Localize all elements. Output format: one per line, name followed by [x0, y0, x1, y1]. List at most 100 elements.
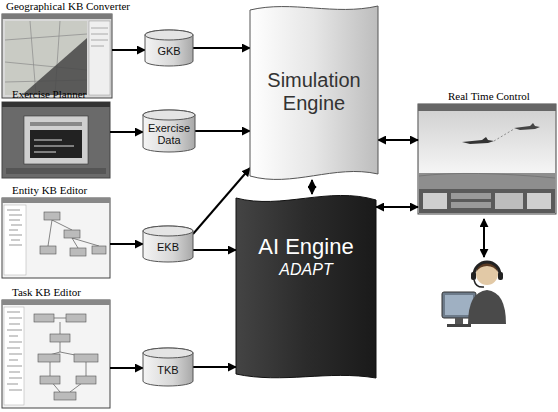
connector-arrow — [112, 49, 145, 51]
database-label: Exercise Data — [145, 122, 193, 146]
screenshot-panel: Entity KB Editor — [2, 198, 110, 278]
operator-icon — [474, 262, 500, 275]
connector-arrow — [378, 139, 418, 141]
engine-block — [236, 194, 376, 380]
control-screenshot — [495, 193, 523, 209]
database-cylinder — [143, 110, 195, 152]
operator-icon — [442, 219, 506, 327]
engine-label: Simulation Engine — [256, 69, 372, 115]
database-cylinder: TKB — [143, 348, 193, 386]
screenshot-panel: Task KB Editor — [2, 300, 110, 408]
map-screenshot — [89, 21, 110, 95]
task-editor-screenshot — [2, 300, 110, 408]
planner-screenshot — [30, 122, 82, 126]
database-label: GKB — [157, 45, 180, 57]
map-screenshot — [2, 14, 112, 98]
control-screenshot — [419, 173, 555, 189]
map-screenshot — [91, 28, 108, 46]
entity-editor-screenshot — [2, 198, 110, 278]
control-screenshot — [418, 104, 556, 214]
screenshot-panel: Geographical KB Converter — [2, 14, 112, 98]
map-screenshot — [5, 21, 87, 95]
task-editor-screenshot — [66, 314, 86, 322]
entity-editor-screenshot — [70, 248, 86, 256]
database-cylinder — [145, 30, 193, 66]
screenshot-panel: Exercise Planner — [2, 102, 110, 178]
connector-arrow — [195, 130, 250, 132]
screenshot-title: Task KB Editor — [12, 286, 81, 299]
screenshot-title: Real Time Control — [448, 90, 530, 103]
control-screenshot — [494, 129, 514, 141]
entity-editor-screenshot — [64, 230, 80, 238]
planner-screenshot — [30, 130, 82, 158]
database-cylinder — [145, 30, 193, 40]
task-editor-screenshot — [74, 354, 98, 362]
control-screenshot — [418, 104, 556, 214]
connector-arrow — [110, 131, 143, 133]
task-editor-screenshot — [2, 300, 110, 305]
connector-arrow — [110, 367, 143, 369]
screenshot-panel: Real Time Control — [418, 104, 556, 214]
screenshot-title: Geographical KB Converter — [6, 0, 130, 13]
planner-screenshot — [2, 102, 110, 178]
database-cylinder — [143, 348, 193, 358]
operator-icon — [468, 290, 506, 324]
database-label: TKB — [157, 364, 178, 376]
entity-editor-screenshot — [2, 198, 110, 278]
control-screenshot — [527, 193, 551, 209]
engine-block: Simulation Engine — [250, 4, 378, 180]
operator-icon — [447, 324, 471, 327]
control-screenshot — [451, 193, 491, 199]
planner-screenshot — [24, 116, 88, 164]
database-cylinder — [143, 110, 195, 120]
entity-editor-screenshot — [2, 198, 110, 203]
control-screenshot — [514, 123, 540, 130]
operator-icon — [455, 318, 463, 324]
entity-editor-screenshot — [4, 205, 26, 275]
planner-screenshot — [2, 102, 110, 107]
connector-arrow — [193, 47, 250, 49]
task-editor-screenshot — [50, 334, 70, 342]
entity-editor-screenshot — [7, 210, 22, 245]
operator-icon — [474, 280, 484, 287]
control-screenshot — [419, 111, 555, 173]
connector-arrow — [193, 249, 236, 251]
entity-editor-screenshot — [92, 246, 106, 254]
operator-icon — [483, 219, 485, 257]
database-cylinder: EKB — [143, 226, 193, 262]
database-cylinder: Exercise Data — [143, 110, 195, 152]
task-editor-screenshot — [76, 376, 96, 384]
engine-subtitle: ADAPT — [279, 260, 332, 280]
task-editor-screenshot — [7, 312, 22, 390]
map-screenshot — [5, 21, 87, 95]
planner-screenshot — [6, 168, 106, 174]
connector-arrow — [193, 366, 236, 368]
task-editor-screenshot — [38, 354, 60, 362]
screenshot-title: Exercise Planner — [12, 88, 86, 101]
task-editor-screenshot — [4, 307, 24, 405]
control-screenshot — [462, 137, 494, 144]
control-screenshot — [419, 173, 555, 178]
task-editor-screenshot — [34, 314, 54, 322]
entity-editor-screenshot — [40, 246, 56, 254]
database-cylinder — [143, 226, 193, 262]
control-screenshot — [419, 189, 555, 213]
operator-icon — [471, 272, 476, 280]
database-cylinder: GKB — [145, 30, 193, 66]
engine-block: AI EngineADAPT — [236, 194, 376, 380]
map-screenshot — [22, 38, 87, 95]
operator-icon — [498, 272, 503, 280]
engine-block — [236, 195, 376, 378]
database-cylinder — [143, 226, 193, 236]
connector-arrow — [110, 243, 143, 245]
planner-screenshot — [2, 102, 110, 178]
map-screenshot — [2, 14, 112, 98]
engine-label: AI Engine — [258, 234, 353, 260]
engine-block — [250, 6, 378, 179]
operator-icon — [445, 295, 473, 315]
task-editor-screenshot — [2, 300, 110, 408]
entity-editor-screenshot — [48, 220, 99, 248]
connector-arrow — [376, 206, 418, 208]
screenshot-title: Entity KB Editor — [12, 184, 87, 197]
map-screenshot — [2, 14, 112, 19]
